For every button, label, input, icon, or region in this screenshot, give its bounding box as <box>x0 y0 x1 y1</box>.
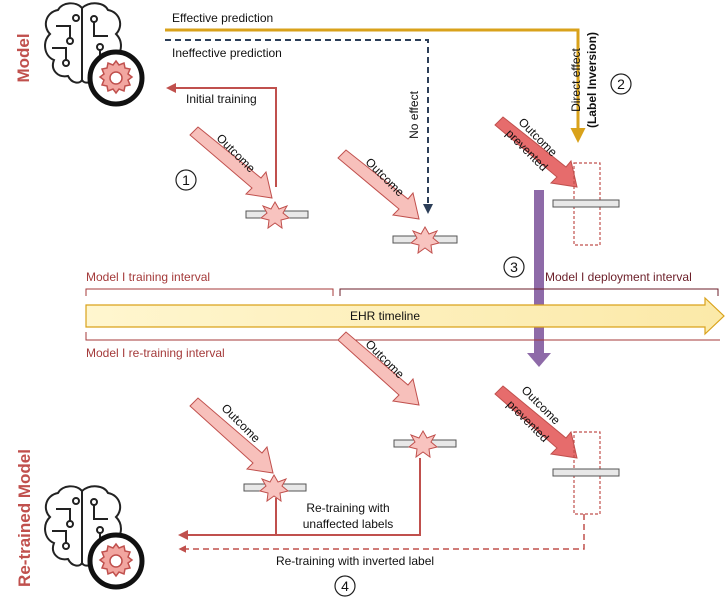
retraining-inverted-arrow <box>178 514 585 553</box>
initial-training-label: Initial training <box>186 92 257 106</box>
step-4-marker: 4 <box>334 575 356 597</box>
retraining-inverted-label: Re-training with inverted label <box>276 554 434 568</box>
training-interval-bracket <box>85 288 334 296</box>
brain-gear-icon-top <box>45 3 142 104</box>
event-star-4 <box>259 474 289 502</box>
no-effect-label: No effect <box>407 90 421 138</box>
retraining-unaffected-connector <box>275 458 421 536</box>
step-3-marker: 3 <box>503 256 525 278</box>
event-bar-6 <box>552 468 620 477</box>
retraining-unaffected-label-1: Re-training with <box>306 501 389 515</box>
outcome-arrow-5 <box>337 331 420 406</box>
step-1-marker: 1 <box>175 169 197 191</box>
event-star-1 <box>260 201 290 229</box>
direct-effect-label: Direct effect <box>569 47 583 111</box>
effective-prediction-label: Effective prediction <box>172 11 273 25</box>
event-bar-3 <box>552 199 620 208</box>
event-star-2 <box>410 226 440 254</box>
step-2-marker: 2 <box>610 73 632 95</box>
ehr-timeline-arrow <box>85 296 725 336</box>
ineffective-prediction-arrow <box>165 39 433 214</box>
label-inversion-label: (Label Inversion) <box>585 32 599 128</box>
outcome-arrow-4 <box>189 397 274 474</box>
ehr-timeline-label: EHR timeline <box>350 309 420 323</box>
ineffective-prediction-label: Ineffective prediction <box>172 46 282 60</box>
retrained-model-side-label: Re-trained Model <box>15 449 34 587</box>
svg-text:2: 2 <box>617 76 625 92</box>
initial-training-arrow <box>166 83 277 187</box>
outcome-arrow-1 <box>189 126 273 199</box>
retraining-interval-label: Model I re-training interval <box>86 346 225 360</box>
purple-shift-arrow <box>527 190 551 367</box>
effective-prediction-arrow <box>165 28 586 143</box>
brain-gear-icon-bottom <box>45 486 142 587</box>
svg-text:4: 4 <box>341 578 349 594</box>
svg-text:3: 3 <box>510 259 518 275</box>
retraining-interval-bracket <box>85 332 720 341</box>
event-star-5 <box>408 430 438 458</box>
svg-text:1: 1 <box>182 172 190 188</box>
outcome-arrow-2 <box>337 149 420 220</box>
deployment-interval-label: Model I deployment interval <box>545 270 692 284</box>
training-interval-label: Model I training interval <box>86 270 210 284</box>
deployment-interval-bracket <box>339 288 719 296</box>
model-side-label: Model <box>14 33 33 82</box>
retraining-unaffected-label-2: unaffected labels <box>303 517 394 531</box>
